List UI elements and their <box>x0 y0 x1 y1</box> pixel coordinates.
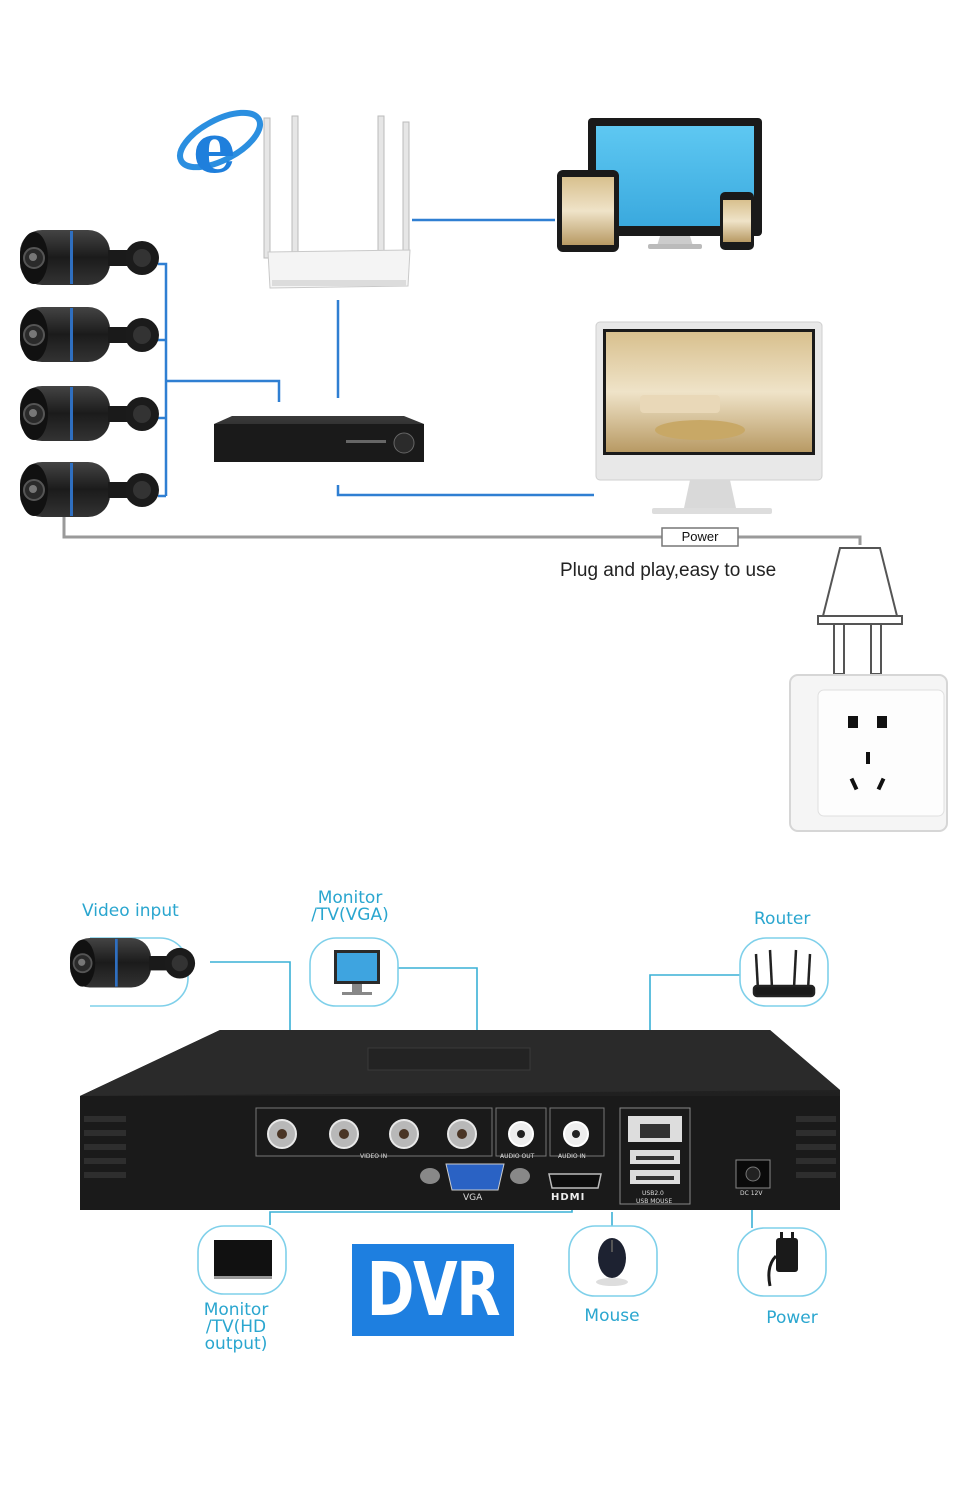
router-frame <box>739 937 829 1007</box>
phone-icon <box>720 192 754 250</box>
power-label-bottom: Power <box>766 1308 818 1328</box>
monitor-vga-label-line1: Monitor <box>317 888 383 908</box>
usb-port-label: USB2.0 <box>642 1190 664 1197</box>
monitor-hd-label-line3: output) <box>204 1334 268 1354</box>
ie-icon: e <box>177 109 263 189</box>
power-wire <box>62 515 862 545</box>
wall-socket-icon <box>789 674 948 832</box>
pc-monitor-icon <box>595 321 823 514</box>
mouse-label: Mouse <box>584 1306 640 1326</box>
vga-connector <box>420 1163 530 1191</box>
dvr-badge-text: DVR <box>366 1247 501 1333</box>
camera-icon <box>69 937 197 989</box>
usb-mouse-port-label: USB MOUSE <box>636 1198 673 1205</box>
router-label: Router <box>754 909 811 929</box>
plug-icon <box>817 547 903 675</box>
monitor-vga-label-line2: /TV(VGA) <box>311 905 389 925</box>
mouse-icon <box>596 1238 628 1286</box>
camera-icon <box>19 461 160 518</box>
svg-text:e: e <box>193 109 236 189</box>
tv-icon <box>214 1240 272 1279</box>
monitor-vga-frame <box>309 937 399 1007</box>
monitor-hd-label-line1: Monitor <box>203 1300 269 1320</box>
blue-wires <box>158 218 594 498</box>
monitor-hd-frame <box>197 1225 287 1295</box>
mouse-frame <box>568 1225 658 1297</box>
monitor-hd-label-line2: /TV(HD <box>205 1317 267 1337</box>
camera-icon <box>19 385 160 442</box>
video-in-port-label: VIDEO IN <box>360 1153 388 1160</box>
camera-icon <box>19 306 160 363</box>
dvr-badge: DVR <box>352 1244 514 1336</box>
audio-in-port-label: AUDIO IN <box>558 1153 586 1160</box>
audio-out-port-label: AUDIO OUT <box>500 1153 535 1160</box>
dvr-device <box>214 416 424 462</box>
dc-port-label: DC 12V <box>740 1190 763 1197</box>
power-label-box <box>661 527 739 547</box>
plug-and-play-caption: Plug and play,easy to use <box>560 560 777 581</box>
video-input-label: Video input <box>82 901 179 921</box>
router-icon <box>263 115 411 289</box>
router-icon <box>752 949 816 998</box>
power-adapter-icon <box>767 1232 798 1287</box>
camera-icon <box>19 229 160 286</box>
hdmi-connector <box>548 1173 602 1189</box>
tv-icon <box>334 950 380 995</box>
hdmi-port-label: HDMI <box>551 1192 586 1203</box>
power-frame <box>737 1227 827 1297</box>
vga-port-label: VGA <box>463 1193 483 1203</box>
dvr-device <box>80 1030 840 1210</box>
tablet-icon <box>557 170 619 252</box>
power-label: Power <box>681 529 719 544</box>
